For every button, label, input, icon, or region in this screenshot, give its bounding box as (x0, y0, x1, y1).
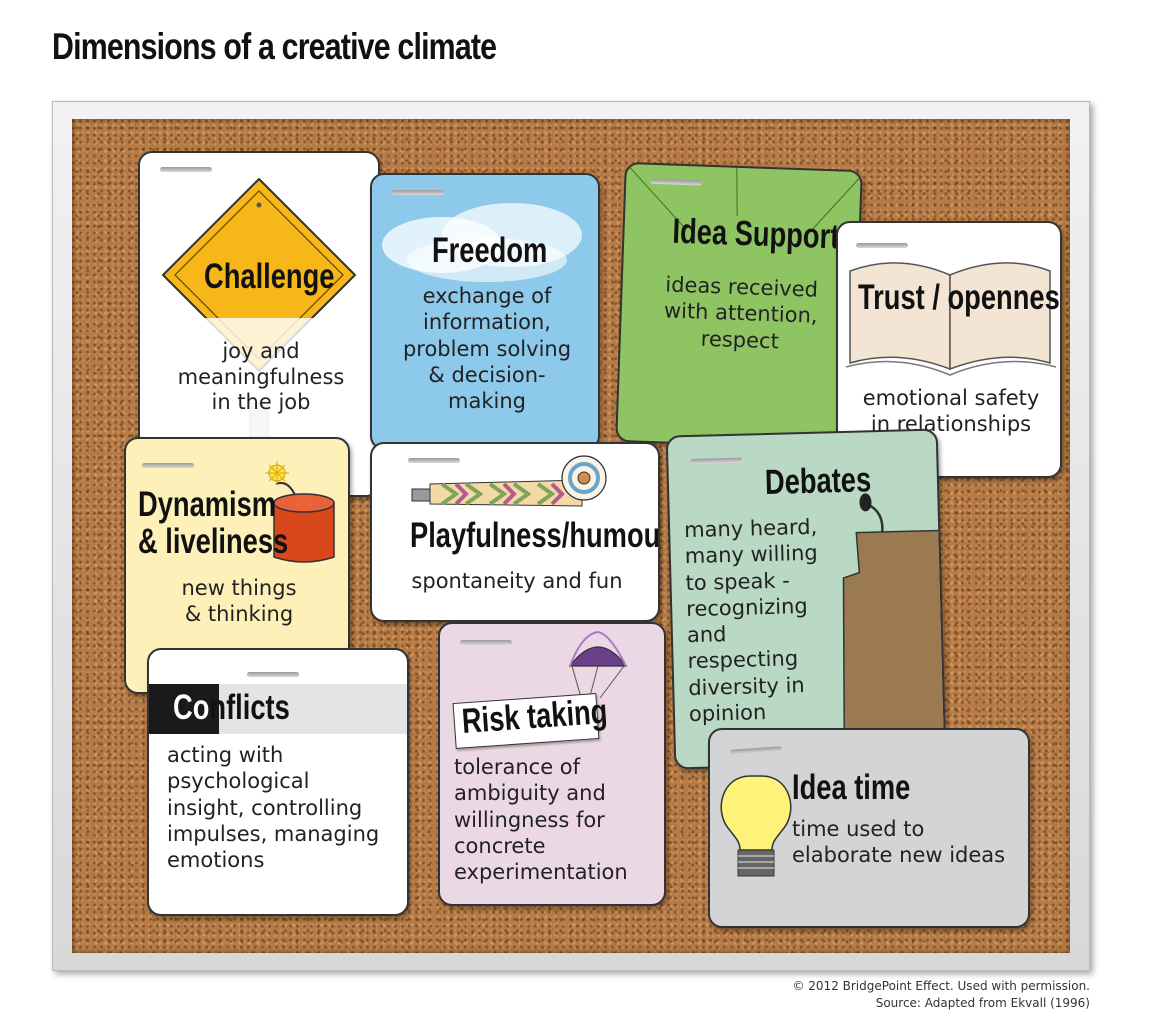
card-idea-support-description: ideas received with attention, respect (663, 272, 819, 353)
card-debates: Debates many heard, many willing to spea… (665, 428, 947, 770)
card-conflicts-title: Conflicts (173, 688, 290, 727)
card-idea-support-title: Idea Support (671, 211, 840, 257)
card-trust-openness-title: Trust / openness (858, 278, 1062, 317)
card-debates-title: Debates (764, 460, 872, 503)
footer-copyright: © 2012 BridgePoint Effect. Used with per… (792, 979, 1090, 993)
page-title: Dimensions of a creative climate (52, 26, 497, 67)
open-book-icon (845, 262, 1057, 376)
card-idea-time-title: Idea time (792, 768, 911, 807)
card-playfulness-humour: Playfulness/humour spontaneity and fun (370, 442, 660, 622)
party-horn-icon (411, 455, 607, 507)
parachute-icon (568, 630, 628, 699)
card-freedom: Freedom exchange of information, problem… (370, 173, 600, 450)
conflicts-title-band-dark (149, 684, 219, 734)
card-freedom-title: Freedom (432, 231, 548, 270)
card-playfulness-title: Playfulness/humour (410, 516, 660, 555)
card-idea-time: Idea time time used to elaborate new ide… (708, 728, 1030, 928)
card-idea-support: Idea Support ideas received with attenti… (615, 161, 863, 451)
cloud-icon (382, 203, 582, 282)
card-dynamism-description: new things & thinking (181, 576, 297, 627)
footer-credits: © 2012 BridgePoint Effect. Used with per… (792, 978, 1090, 1012)
card-challenge-title: Challenge (204, 257, 335, 296)
card-freedom-description: exchange of information, problem solving… (402, 284, 572, 413)
light-bulb-icon (720, 775, 792, 877)
card-challenge-description: joy and meaningfulness in the job (177, 339, 345, 415)
card-conflicts: Conflicts acting with psychological insi… (147, 648, 409, 916)
card-risk-taking-description: tolerance of ambiguity and willingness f… (454, 755, 628, 884)
envelope-lines-icon (626, 164, 863, 233)
footer-source: Source: Adapted from Ekvall (1996) (875, 996, 1090, 1011)
card-dynamism-title: Dynamism & liveliness (138, 485, 289, 561)
card-playfulness-description: spontaneity and fun (411, 569, 623, 593)
card-conflicts-description: acting with psychological insight, contr… (167, 743, 380, 872)
dynamite-icon (265, 461, 335, 563)
card-risk-taking: Risk taking tolerance of ambiguity and w… (438, 622, 666, 906)
card-idea-time-description: time used to elaborate new ideas (792, 817, 1006, 868)
card-debates-description: many heard, many willing to speak - reco… (683, 514, 819, 726)
